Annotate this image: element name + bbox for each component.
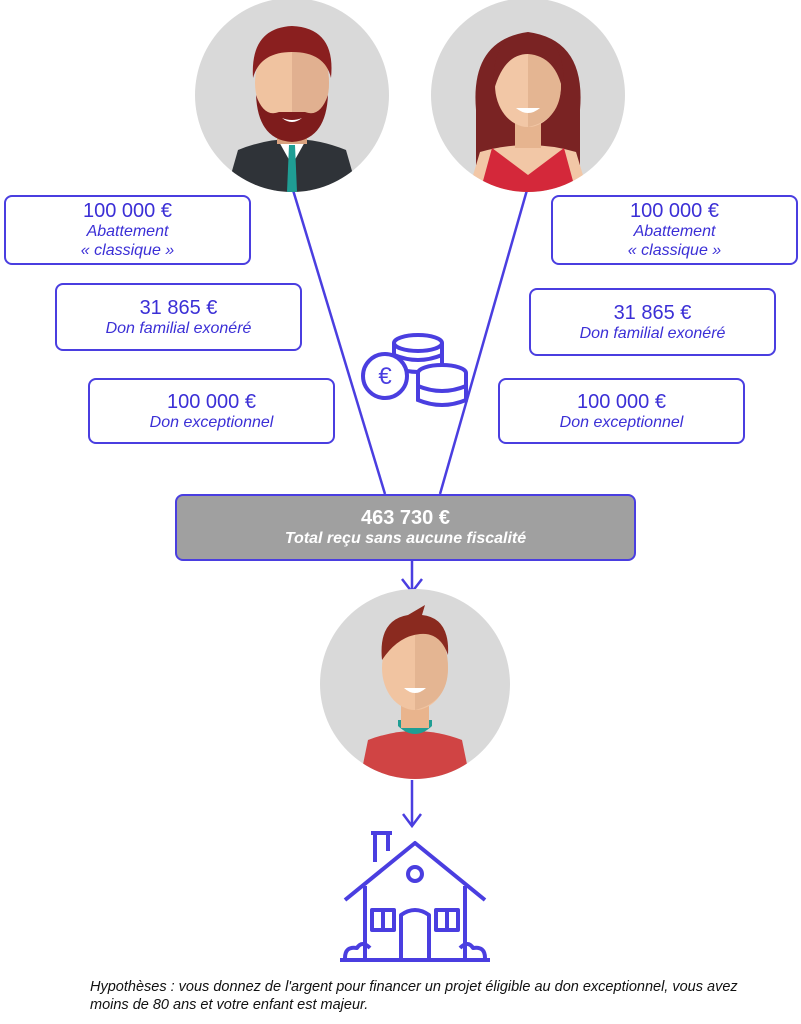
total-amount: 463 730 € (361, 507, 450, 529)
right-abattement-label-line2: « classique » (627, 242, 722, 259)
right-abattement-amount: 100 000 € (630, 200, 719, 222)
mother-avatar-icon (431, 0, 625, 192)
right-exceptionnel-amount: 100 000 € (577, 391, 666, 413)
right-familial-box: 31 865 € Don familial exonéré (529, 288, 776, 356)
left-abattement-label-line2: « classique » (80, 242, 175, 259)
total-label: Total reçu sans aucune fiscalité (284, 530, 527, 547)
child-avatar-icon (320, 589, 510, 779)
left-abattement-amount: 100 000 € (83, 200, 172, 222)
hypotheses-footnote: Hypothèses : vous donnez de l'argent pou… (90, 979, 738, 1013)
left-exceptionnel-box: 100 000 € Don exceptionnel (88, 378, 335, 444)
left-exceptionnel-label: Don exceptionnel (149, 414, 274, 431)
left-exceptionnel-amount: 100 000 € (167, 391, 256, 413)
house-icon (340, 831, 490, 962)
right-exceptionnel-label: Don exceptionnel (559, 414, 684, 431)
father-line (291, 189, 387, 495)
left-abattement-label-line1: Abattement (86, 223, 169, 240)
right-abattement-label-line1: Abattement (633, 223, 716, 240)
left-abattement-box: 100 000 € Abattement « classique » (4, 195, 251, 265)
svg-text:€: € (378, 363, 392, 390)
right-abattement-box: 100 000 € Abattement « classique » (551, 195, 798, 265)
coins-euro-icon: € (361, 333, 468, 407)
right-familial-amount: 31 865 € (613, 302, 692, 324)
total-box: 463 730 € Total reçu sans aucune fiscali… (175, 494, 636, 561)
left-familial-amount: 31 865 € (139, 297, 218, 319)
left-familial-label: Don familial exonéré (105, 320, 252, 337)
right-familial-label: Don familial exonéré (579, 325, 726, 342)
connector-lines (291, 189, 529, 829)
left-familial-box: 31 865 € Don familial exonéré (55, 283, 302, 351)
mother-line (438, 189, 529, 495)
right-exceptionnel-box: 100 000 € Don exceptionnel (498, 378, 745, 444)
child-arrowhead (402, 813, 422, 829)
father-avatar-icon (195, 0, 389, 192)
